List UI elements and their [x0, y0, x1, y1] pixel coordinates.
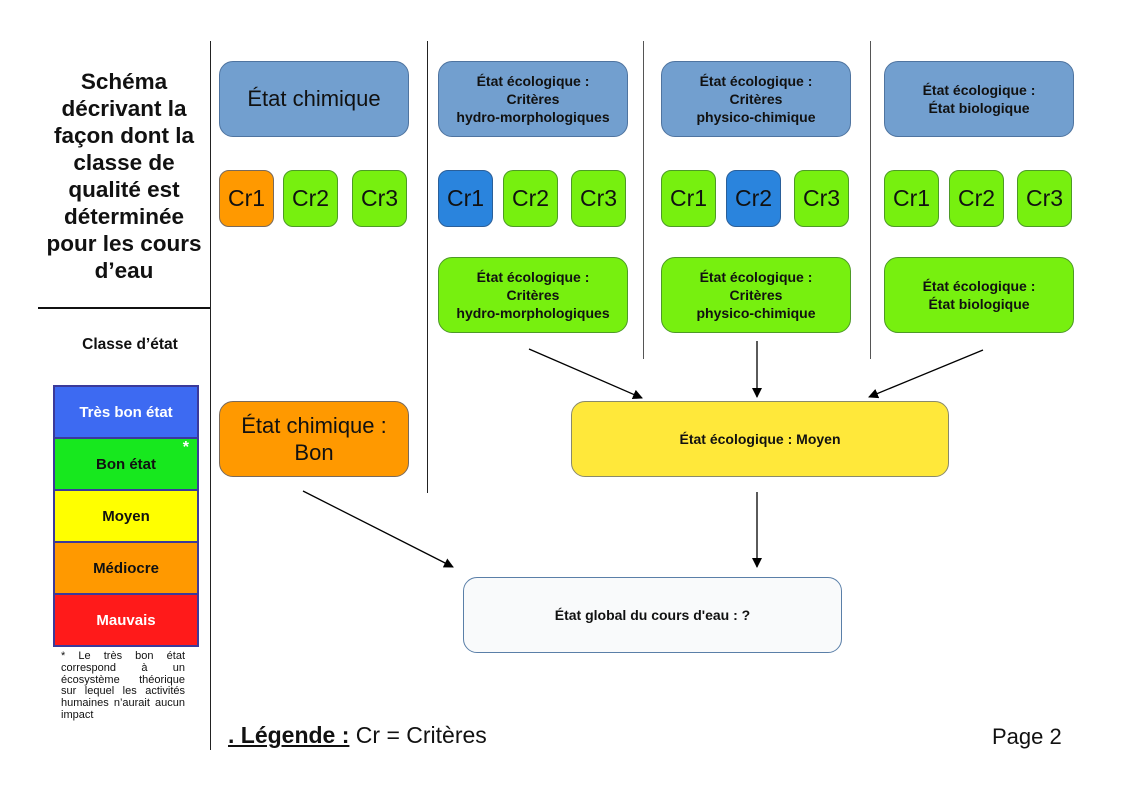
- header-label: État chimique: [247, 86, 381, 111]
- footnote: * Le très bon état correspond à un écosy…: [61, 650, 185, 721]
- header-label: État écologique : État biologique: [922, 82, 1036, 116]
- criterion-label: Cr1: [446, 185, 485, 211]
- scale-label: Mauvais: [96, 611, 156, 629]
- header-label: État écologique : Critères hydro-morphol…: [456, 73, 610, 125]
- criterion-label: Cr3: [802, 185, 841, 211]
- ecological-result-label: État écologique : Moyen: [679, 431, 841, 447]
- criterion-box: Cr3: [1017, 170, 1072, 227]
- legend: . Légende : Cr = Critères: [228, 722, 487, 749]
- result-label: État écologique : État biologique: [922, 278, 1036, 312]
- criterion-box: Cr2: [503, 170, 558, 227]
- ecological-result: État écologique : Moyen: [571, 401, 949, 477]
- criterion-label: Cr2: [734, 185, 773, 211]
- quality-scale: Très bon état Bon état * Moyen Médiocre M…: [53, 385, 199, 647]
- asterisk-mark: *: [182, 439, 189, 456]
- criterion-box: Cr1: [661, 170, 716, 227]
- criterion-box: Cr2: [283, 170, 338, 227]
- result-label: État chimique : Bon: [241, 413, 387, 465]
- header-etat-biologique: État écologique : État biologique: [884, 61, 1074, 137]
- result-hydro-morphologiques: État écologique : Critères hydro-morphol…: [438, 257, 628, 333]
- global-result: État global du cours d'eau : ?: [463, 577, 842, 653]
- scale-row-mauvais: Mauvais: [55, 595, 197, 645]
- criterion-label: Cr1: [669, 185, 708, 211]
- criterion-label: Cr1: [892, 185, 931, 211]
- scale-label: Très bon état: [79, 403, 173, 421]
- criterion-box: Cr1: [438, 170, 493, 227]
- column-divider: [870, 41, 871, 359]
- result-etat-biologique: État écologique : État biologique: [884, 257, 1074, 333]
- result-label: État écologique : Critères hydro-morphol…: [456, 269, 610, 321]
- classe-etat-title: Classe d’état: [82, 336, 178, 353]
- result-physico-chimique: État écologique : Critères physico-chimi…: [661, 257, 851, 333]
- scale-row-tres-bon: Très bon état: [55, 387, 197, 439]
- criterion-label: Cr3: [1025, 185, 1064, 211]
- criterion-label: Cr3: [579, 185, 618, 211]
- scale-row-bon: Bon état *: [55, 439, 197, 491]
- scale-label: Médiocre: [93, 559, 159, 577]
- header-hydro-morphologiques: État écologique : Critères hydro-morphol…: [438, 61, 628, 137]
- legend-text: Cr = Critères: [355, 722, 487, 748]
- criterion-box: Cr3: [352, 170, 407, 227]
- arrow-bio-to-eco: [868, 349, 984, 399]
- criterion-label: Cr2: [957, 185, 996, 211]
- column-divider: [210, 41, 211, 750]
- header-etat-chimique: État chimique: [219, 61, 409, 137]
- column-divider: [427, 41, 428, 493]
- header-physico-chimique: État écologique : Critères physico-chimi…: [661, 61, 851, 137]
- scale-row-mediocre: Médiocre: [55, 543, 197, 595]
- scale-row-moyen: Moyen: [55, 491, 197, 543]
- result-label: État écologique : Critères physico-chimi…: [696, 269, 816, 321]
- criterion-box: Cr2: [726, 170, 781, 227]
- sidebar-divider: [38, 307, 210, 309]
- criterion-label: Cr1: [227, 185, 266, 211]
- criterion-box: Cr2: [949, 170, 1004, 227]
- result-etat-chimique: État chimique : Bon: [219, 401, 409, 477]
- criterion-label: Cr2: [291, 185, 330, 211]
- criterion-box: Cr1: [884, 170, 939, 227]
- legend-label: . Légende :: [228, 722, 350, 748]
- arrow-chimique-to-global: [302, 490, 454, 568]
- scale-label: Moyen: [102, 507, 150, 525]
- arrow-hydro-to-eco: [528, 348, 643, 400]
- criterion-box: Cr3: [794, 170, 849, 227]
- criterion-box: Cr3: [571, 170, 626, 227]
- global-result-label: État global du cours d'eau : ?: [554, 607, 751, 623]
- header-label: État écologique : Critères physico-chimi…: [696, 73, 816, 125]
- page-number: Page 2: [992, 724, 1062, 749]
- criterion-box: Cr1: [219, 170, 274, 227]
- column-divider: [643, 41, 644, 359]
- criterion-label: Cr3: [360, 185, 399, 211]
- criterion-label: Cr2: [511, 185, 550, 211]
- scale-label: Bon état: [96, 455, 156, 473]
- diagram-title: Schéma décrivant la façon dont la classe…: [46, 69, 202, 283]
